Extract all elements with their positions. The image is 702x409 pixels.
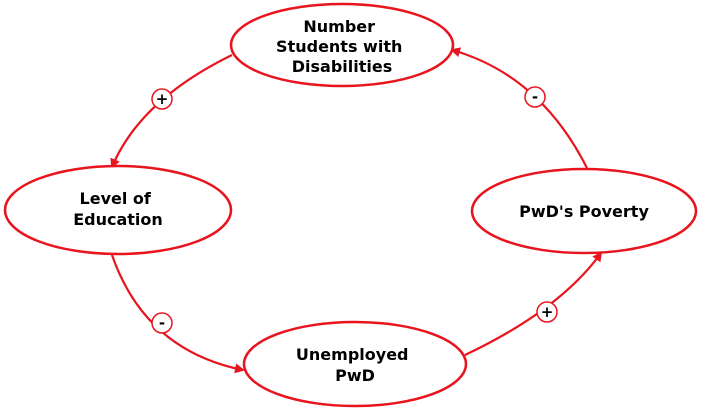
sign-label: + [156, 90, 169, 108]
node-unemployed-pwd: Unemployed PwD [242, 320, 468, 408]
edge-poverty-to-students [450, 47, 588, 169]
sign-label: - [159, 314, 165, 332]
node-pwds-poverty: PwD's Poverty [470, 167, 698, 255]
edge-education-to-unemployed [110, 254, 245, 374]
node-level-of-education: Level of Education [3, 164, 233, 256]
sign-marker-poverty-to-students: - [524, 86, 546, 108]
node-label: Level of Education [73, 189, 163, 229]
node-label: PwD's Poverty [519, 202, 649, 221]
sign-marker-students-to-education: + [151, 88, 173, 110]
edge-students-to-education [110, 54, 233, 169]
edge-unemployed-to-poverty [464, 251, 603, 356]
sign-marker-education-to-unemployed: - [151, 312, 173, 334]
node-label: Unemployed PwD [296, 345, 414, 385]
sign-marker-unemployed-to-poverty: + [536, 301, 558, 323]
sign-label: + [541, 303, 554, 321]
node-number-students-with-disabilities: Number Students with Disabilities [229, 2, 455, 88]
node-label: Number Students with Disabilities [276, 17, 408, 76]
sign-label: - [532, 88, 538, 106]
